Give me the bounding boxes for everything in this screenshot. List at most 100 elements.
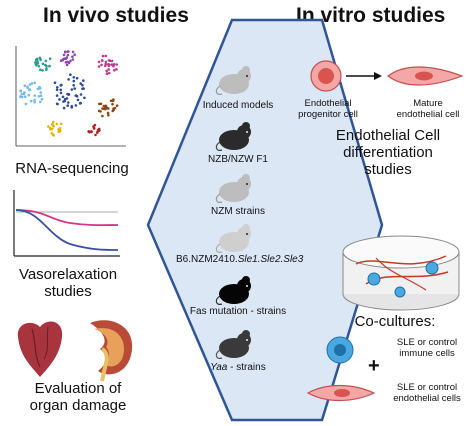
tsne-dot xyxy=(67,101,70,104)
tsne-dot xyxy=(53,81,57,84)
tsne-dot xyxy=(101,107,104,110)
tsne-dot xyxy=(35,59,39,62)
mature-label: Mature endothelial cell xyxy=(396,98,460,120)
tsne-dot xyxy=(40,97,44,101)
tsne-dot xyxy=(74,104,78,107)
tsne-dot xyxy=(50,127,54,131)
tsne-dot xyxy=(61,58,65,61)
tsne-dot xyxy=(39,100,42,104)
tsne-dot xyxy=(72,79,76,83)
tsne-dot xyxy=(104,105,108,108)
tsne-dot xyxy=(65,63,69,67)
tsne-dot xyxy=(38,85,41,89)
mouse-yaa-icon xyxy=(215,330,251,359)
mature-cell-icon xyxy=(386,66,464,86)
differentiation-icons xyxy=(310,60,464,92)
tsne-dot xyxy=(67,61,71,65)
tsne-dot xyxy=(83,96,86,100)
tsne-dot xyxy=(33,101,36,104)
model-b6-label: B6.NZM2410.Sle1.Sle2.Sle3 xyxy=(176,254,304,265)
tsne-dot xyxy=(64,61,68,64)
mouse-b6-icon xyxy=(215,224,251,253)
tsne-dot xyxy=(28,83,32,86)
sle-endothelial-label: SLE or control endothelial cells xyxy=(393,382,461,404)
progenitor-label: Endothelial progenitor cell xyxy=(298,98,358,120)
cocultures-label: Co-cultures: xyxy=(354,313,436,330)
tsne-dot xyxy=(105,69,108,73)
sle-immune-label: SLE or control immune cells xyxy=(396,337,458,359)
tsne-dot xyxy=(29,99,33,103)
tsne-dot xyxy=(50,132,53,135)
tsne-dot xyxy=(55,122,59,126)
tsne-dot xyxy=(52,125,55,128)
tsne-dot xyxy=(107,71,111,75)
endothelial-cell-icon xyxy=(306,384,376,402)
tsne-dot xyxy=(111,99,115,103)
tsne-dot xyxy=(65,97,69,100)
tsne-dot xyxy=(33,98,36,102)
tsne-dot xyxy=(19,89,22,92)
tsne-dot xyxy=(67,78,70,81)
tsne-dot xyxy=(69,73,72,76)
tsne-dot xyxy=(103,106,107,110)
tsne-dot xyxy=(26,86,30,90)
tsne-dot xyxy=(99,110,102,113)
model-yaa-label: Yaa - strains xyxy=(210,362,266,373)
kidney-icon xyxy=(90,320,133,382)
model-nzb-label: NZB/NZW F1 xyxy=(208,154,268,165)
tsne-dot xyxy=(73,53,76,56)
tsne-dot xyxy=(70,88,74,91)
tsne-dot xyxy=(100,63,103,67)
tsne-dot xyxy=(82,87,85,90)
evaluation-label: Evaluation of organ damage xyxy=(29,380,127,414)
tsne-dot xyxy=(59,91,63,95)
tsne-dot xyxy=(41,62,45,66)
tsne-dot xyxy=(71,50,75,54)
tsne-dot xyxy=(38,56,42,60)
tsne-dot xyxy=(37,95,41,98)
tsne-dot xyxy=(98,102,101,106)
tsne-dot xyxy=(45,67,48,70)
tsne-dot xyxy=(112,63,116,66)
tsne-dot xyxy=(62,106,66,110)
tsne-dot xyxy=(72,76,76,79)
tsne-dot xyxy=(24,102,28,106)
tsne-dot xyxy=(47,125,50,128)
tsne-dot xyxy=(58,98,61,101)
tsne-dot xyxy=(51,120,55,124)
tsne-dot xyxy=(110,59,114,63)
tsne-dot xyxy=(105,72,109,75)
tsne-dot xyxy=(104,64,107,68)
tsne-dot xyxy=(23,84,27,88)
tsne-dot xyxy=(107,107,110,110)
tsne-dot xyxy=(59,88,62,92)
tsne-dot xyxy=(66,53,70,57)
tsne-dot xyxy=(20,92,24,96)
arrow-icon xyxy=(346,72,382,80)
tsne-dot xyxy=(36,87,40,91)
tsne-dot xyxy=(88,130,91,134)
tsne-dot xyxy=(69,59,72,63)
rna-seq-label: RNA-sequencing xyxy=(15,160,129,177)
plus-sign: + xyxy=(368,355,380,377)
tsne-dot xyxy=(106,111,110,115)
mouse-induced-icon xyxy=(215,66,251,95)
tsne-dot xyxy=(19,95,22,98)
tsne-dot xyxy=(111,102,114,106)
progenitor-cell-icon xyxy=(310,60,342,92)
tsne-dot xyxy=(37,65,41,68)
mouse-nzm-icon xyxy=(215,174,251,203)
vasorelaxation-chart-icon xyxy=(13,190,120,257)
tsne-dot xyxy=(48,64,51,68)
tsne-dot xyxy=(82,79,85,82)
tsne-dot xyxy=(75,76,79,80)
tsne-dot xyxy=(109,99,113,103)
tsne-dot xyxy=(74,94,78,97)
tsne-dot xyxy=(64,50,67,53)
tsne-dot xyxy=(97,60,101,64)
tsne-dot xyxy=(104,54,108,58)
tsne-dot xyxy=(78,101,82,105)
tsne-dot xyxy=(27,93,31,97)
tsne-dot xyxy=(48,57,52,60)
tsne-dot xyxy=(33,81,36,85)
